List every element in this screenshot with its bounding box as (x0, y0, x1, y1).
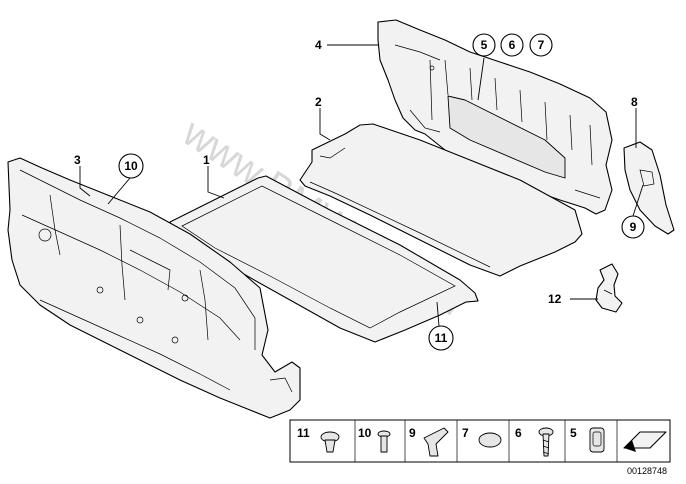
part-label-2: 2 (315, 95, 322, 109)
legend-item-6: 6 (515, 426, 554, 457)
legend-item-9: 9 (409, 426, 449, 457)
leader-1 (207, 166, 225, 199)
part-label-4: 4 (315, 38, 322, 52)
leader-c5 (477, 57, 485, 101)
part-8-side-trim[interactable] (623, 141, 675, 235)
document-number: 00128748 (627, 466, 667, 476)
callout-10-text: 10 (124, 159, 138, 173)
part-4-rear-panel[interactable] (377, 19, 613, 215)
legend-item-10: 10 (358, 426, 391, 453)
callout-5: 5 (472, 33, 496, 57)
direction-arrow-icon (623, 431, 667, 452)
legend-num-11: 11 (297, 426, 310, 440)
part-label-1: 1 (203, 153, 210, 167)
callout-7: 7 (529, 33, 553, 57)
legend-num-9: 9 (409, 426, 416, 440)
legend-num-7: 7 (462, 426, 469, 440)
leader-c9 (632, 184, 644, 217)
legend-num-5: 5 (570, 426, 577, 440)
part-3-seat-panel[interactable] (7, 157, 301, 419)
plug-icon (478, 432, 502, 448)
callout-9: 9 (621, 215, 645, 239)
leader-3 (79, 166, 91, 197)
screw-icon (538, 427, 554, 457)
grommet-icon (589, 427, 605, 453)
callout-9-text: 9 (630, 220, 637, 234)
part-2-floor-mat[interactable] (299, 123, 583, 277)
legend-item-11: 11 (297, 426, 340, 453)
part-label-8: 8 (631, 95, 638, 109)
fastener-legend: 11 10 9 7 (289, 419, 671, 463)
part-label-12: 12 (548, 292, 562, 306)
legend-item-7: 7 (462, 426, 502, 448)
part-12-clip[interactable] (595, 263, 623, 313)
legend-item-5: 5 (570, 426, 605, 453)
callout-5-text: 5 (481, 38, 488, 52)
leader-c10 (107, 177, 131, 205)
trim-clip-icon (423, 427, 449, 457)
callout-10: 10 (118, 153, 144, 179)
push-clip-icon (320, 431, 340, 453)
leader-c11 (436, 301, 440, 327)
legend-num-6: 6 (515, 426, 522, 440)
callout-11: 11 (428, 325, 454, 351)
callout-11-text: 11 (435, 331, 448, 345)
rivet-icon (377, 430, 391, 453)
callout-6-text: 6 (509, 38, 516, 52)
legend-num-10: 10 (358, 426, 372, 440)
callout-7-text: 7 (538, 38, 545, 52)
callout-6: 6 (500, 33, 524, 57)
part-label-3: 3 (74, 153, 81, 167)
leader-2 (319, 108, 331, 141)
